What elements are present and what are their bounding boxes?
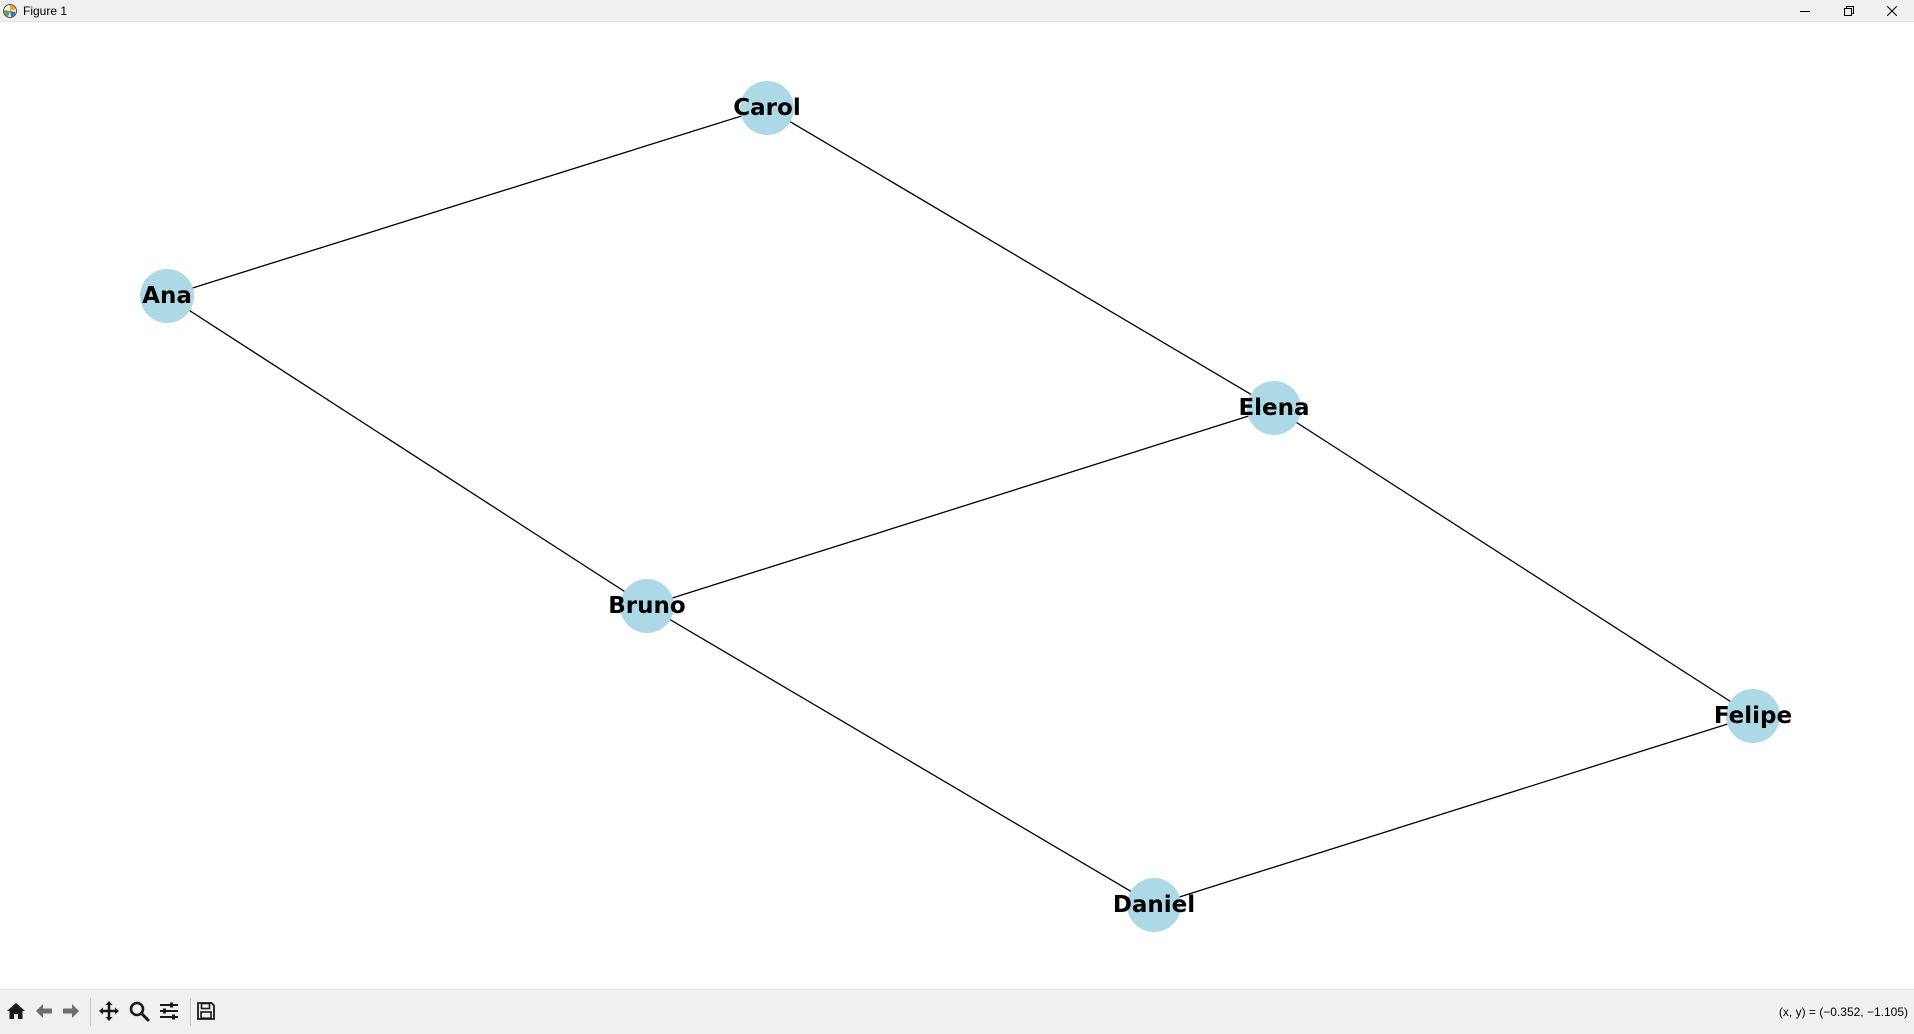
- node-label-daniel: Daniel: [1113, 892, 1195, 918]
- node-label-elena: Elena: [1238, 395, 1309, 421]
- zoom-icon: [128, 1000, 150, 1027]
- node-label-bruno: Bruno: [608, 593, 685, 619]
- maximize-button[interactable]: [1827, 0, 1871, 22]
- edge-elena-felipe: [1273, 407, 1754, 717]
- node-label-ana: Ana: [142, 283, 192, 309]
- save-button[interactable]: [193, 1000, 219, 1026]
- node-felipe: [1726, 689, 1780, 743]
- zoom-button[interactable]: [126, 1000, 152, 1026]
- edge-bruno-elena: [646, 407, 1275, 607]
- matplotlib-icon: [2, 3, 18, 19]
- home-icon: [5, 1000, 27, 1027]
- back-button[interactable]: [31, 1000, 57, 1026]
- node-elena: [1247, 381, 1301, 435]
- edge-daniel-felipe: [1153, 715, 1754, 906]
- forward-arrow-icon: [60, 1000, 82, 1027]
- toolbar-separator: [190, 998, 191, 1026]
- edge-ana-bruno: [166, 295, 648, 607]
- cursor-coordinates: (x, y) = (−0.352, −1.105): [1778, 1005, 1908, 1019]
- home-button[interactable]: [3, 1000, 29, 1026]
- navigation-toolbar: (x, y) = (−0.352, −1.105): [0, 989, 1914, 1034]
- node-ana: [140, 269, 194, 323]
- configure-subplots-button[interactable]: [156, 1000, 182, 1026]
- toolbar-separator: [90, 998, 91, 1026]
- edge-bruno-daniel: [646, 605, 1155, 906]
- node-bruno: [620, 579, 674, 633]
- node-label-carol: Carol: [733, 95, 800, 121]
- edge-ana-carol: [166, 107, 768, 297]
- title-bar[interactable]: Figure 1: [0, 0, 1914, 22]
- back-arrow-icon: [33, 1000, 55, 1027]
- pan-icon: [98, 1000, 120, 1027]
- minimize-icon: [1800, 6, 1810, 16]
- pan-button[interactable]: [96, 1000, 122, 1026]
- configure-subplots-icon: [158, 1000, 180, 1027]
- node-carol: [740, 81, 794, 135]
- save-icon: [195, 1000, 217, 1027]
- minimize-button[interactable]: [1783, 0, 1827, 22]
- maximize-icon: [1844, 6, 1854, 16]
- window-title: Figure 1: [23, 4, 68, 18]
- node-daniel: [1127, 878, 1181, 932]
- close-button[interactable]: [1870, 0, 1914, 22]
- forward-button[interactable]: [58, 1000, 84, 1026]
- close-icon: [1887, 6, 1897, 16]
- node-label-felipe: Felipe: [1714, 703, 1792, 729]
- edge-carol-elena: [766, 107, 1275, 409]
